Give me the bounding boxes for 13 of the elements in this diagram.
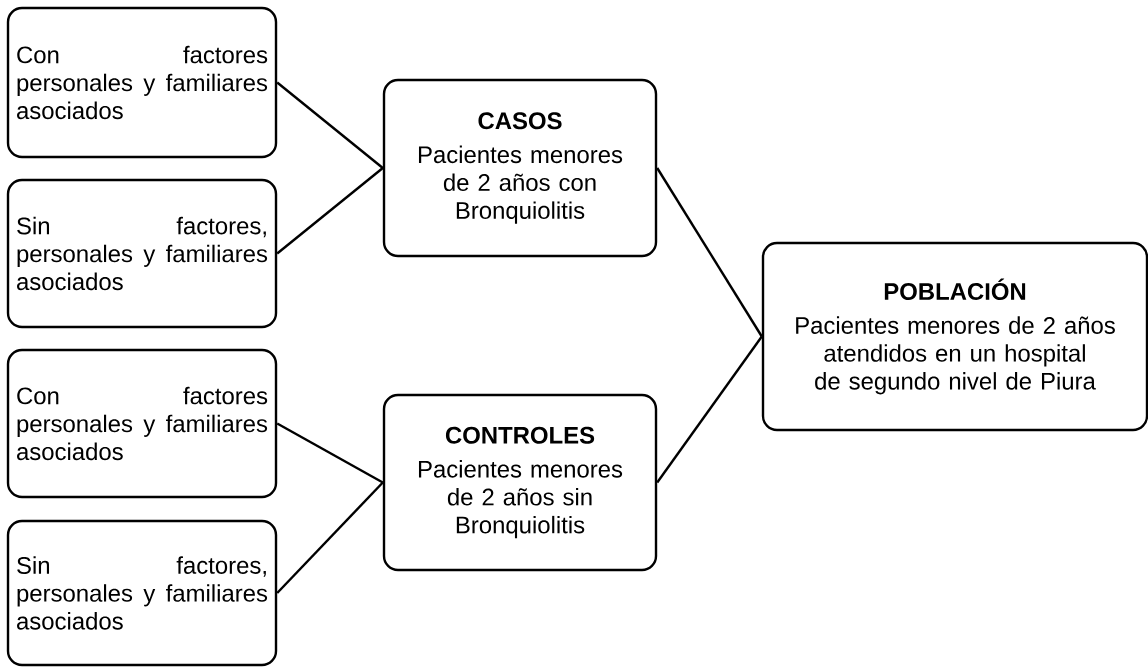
connector-line (276, 81, 384, 169)
factor-box: Sin factores, personales y familiares asociados (6, 519, 278, 667)
connector-line (656, 335, 763, 484)
group-box: CONTROLES Pacientes menores de 2 años sin Bronquiolitis (382, 393, 658, 572)
connector-line (276, 481, 384, 594)
group-box: CASOS Pacientes menores de 2 años con Bronquiolitis (382, 78, 658, 258)
group-box: POBLACIÓN Pacientes menores de 2 años atendidos en un hospital de segundo nivel de Piura (761, 241, 1148, 432)
factor-box: Sin factores, personales y familiares asociados (6, 178, 278, 329)
connector-line (276, 422, 384, 484)
connector-line (276, 167, 384, 255)
connector-line (656, 167, 763, 338)
factor-box: Con factores personales y familiares asociados (6, 6, 278, 159)
factor-box: Con factores personales y familiares asociados (6, 348, 278, 499)
